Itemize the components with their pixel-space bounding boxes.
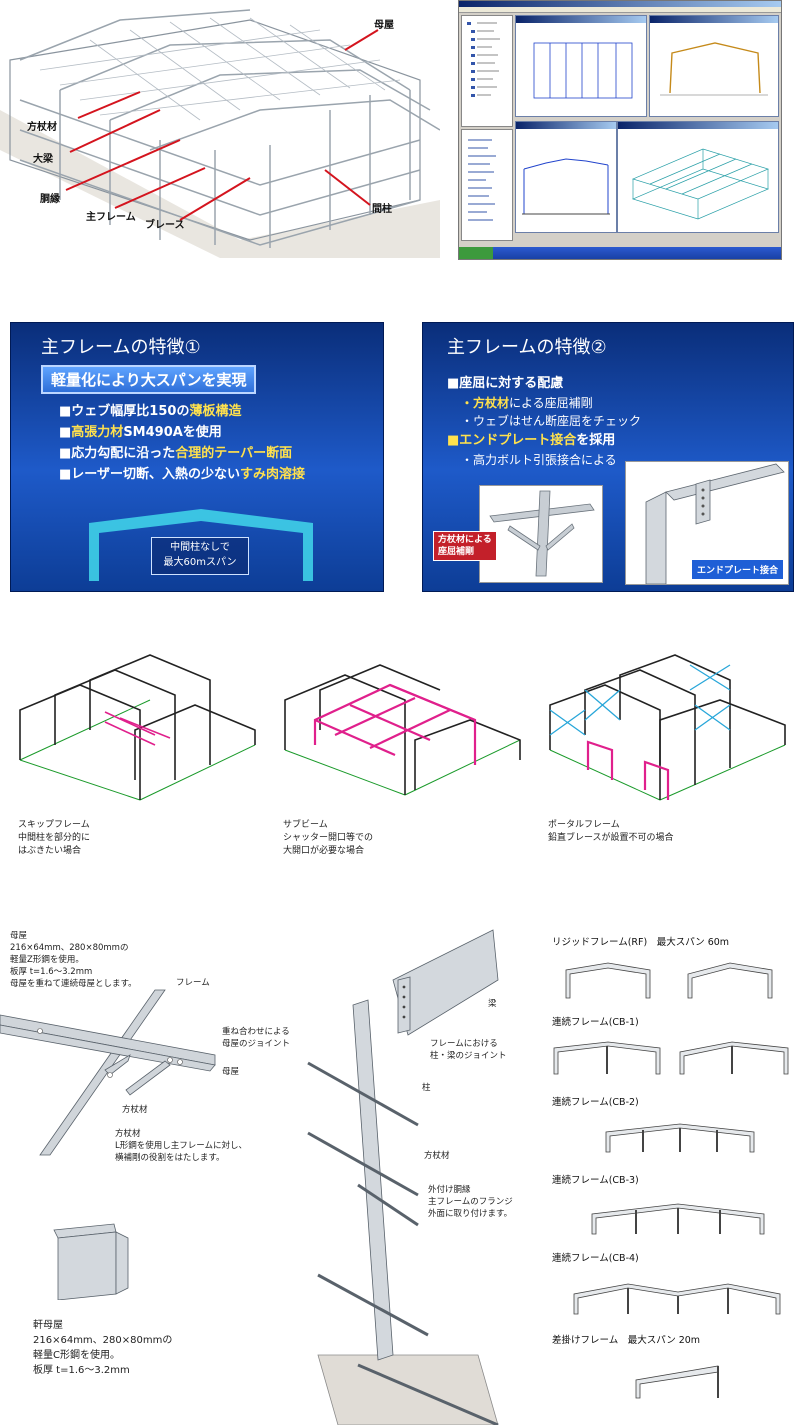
frame-cb4-title: 連続フレーム(CB-4) — [552, 1253, 639, 1264]
variant-skip-caption: スキップフレーム中間柱を部分的に はぶきたい場合 — [10, 819, 265, 858]
brace-tag-line2: 座屈補剛 — [438, 547, 475, 557]
variant-sub-desc: シャッター開口等での 大開口が必要な場合 — [283, 833, 374, 856]
label-frame: フレーム — [176, 978, 210, 988]
noki-moya-note: 軒母屋 216×64mm、280×80mmの 軽量C形鋼を使用。 板厚 t=1.… — [33, 1320, 173, 1376]
tree-panel-top — [461, 15, 513, 127]
label-oobari: 大梁 — [33, 154, 53, 165]
purlin-joint-illustration — [0, 989, 216, 1156]
frame-cb1-title: 連続フレーム(CB-1) — [552, 1017, 639, 1028]
frame-cb1-diagram — [553, 1041, 789, 1075]
span-note-line1: 中間柱なしで — [170, 542, 230, 553]
label-houzue: 方杖材 — [27, 122, 57, 133]
label-purlin-joint: 重ね合わせによる 母屋のジョイント — [222, 1027, 291, 1049]
span-frame-diagram — [89, 509, 313, 581]
slide1-bullet-2: ■高張力材SM490Aを使用 — [59, 425, 222, 440]
slide2-bullets: ■座屈に対する配慮 ・方杖材による座屈補剛 ・ウェブはせん断座屈をチェック ■エ… — [447, 373, 641, 469]
slide1-bullet-4: ■レーザー切断、入熱の少ないすみ肉溶接 — [59, 467, 306, 482]
label-moya: 母屋 — [374, 20, 394, 31]
label-beam: 梁 — [488, 999, 497, 1009]
slide1-bullet-3: ■応力勾配に沿った合理的テーパー断面 — [59, 446, 293, 461]
label-houzue-left: 方杖材 — [122, 1105, 148, 1115]
slide2-sub-2: ・ウェブはせん断座屈をチェック — [461, 414, 642, 428]
variant-skip-name: スキップフレーム — [18, 820, 90, 830]
frame-types-list: リジッドフレーム(RF) 最大スパン 60m 連続フレーム(CB-1) 連続フレ… — [550, 930, 795, 1425]
slide2-bullet-1: ■座屈に対する配慮 — [447, 376, 564, 391]
frame-leanto-diagram — [635, 1365, 719, 1399]
brace-tag: 方杖材による 座屈補剛 — [433, 531, 497, 561]
label-brace: ブレース — [145, 220, 185, 231]
slide-main-frame-2: 主フレームの特徴② ■座屈に対する配慮 ・方杖材による座屈補剛 ・ウェブはせん断… — [422, 322, 794, 592]
variant-portal-desc: 鉛直ブレースが設置不可の場合 — [548, 833, 674, 843]
taskbar — [459, 247, 781, 259]
eave-purlin-illustration — [53, 1223, 129, 1300]
variant-sub-caption: サブビームシャッター開口等での 大開口が必要な場合 — [275, 819, 530, 858]
elevation-view-window — [649, 15, 779, 117]
brace-tag-line1: 方杖材による — [438, 535, 492, 545]
end-plate-tag: エンドプレート接合 — [691, 559, 785, 580]
slide1-bullet-1: ■ウェブ幅厚比150の薄板構造 — [59, 404, 242, 419]
variant-portal-frame: ポータルフレーム鉛直ブレースが設置不可の場合 — [540, 650, 795, 850]
frame-rf-title: リジッドフレーム(RF) 最大スパン 60m — [552, 937, 730, 948]
span-note-line2: 最大60mスパン — [163, 557, 237, 568]
tree-panel-bottom — [461, 129, 513, 241]
label-column: 柱 — [422, 1083, 431, 1093]
label-column-beam-joint: フレームにおける 柱・梁のジョイント — [430, 1039, 507, 1061]
frame-cb2-diagram — [605, 1123, 755, 1153]
frame-cb3-diagram — [591, 1203, 765, 1235]
slide-main-frame-1: 主フレームの特徴① 軽量化により大スパンを実現 ■ウェブ幅厚比150の薄板構造 … — [10, 322, 384, 592]
brace-photo — [479, 485, 603, 583]
houzue-note: 方杖材 L形鋼を使用し主フレームに対し、 横補剛の役割をはたします。 — [115, 1129, 247, 1163]
variant-sub-name: サブビーム — [283, 820, 328, 830]
building-illustration: 母屋 方杖材 大梁 胴縁 主フレーム ブレース 間柱 — [0, 0, 441, 258]
3d-view-window — [617, 121, 779, 233]
moya-note: 母屋 216×64mm、280×80mmの 軽量Z形鋼を使用。 板厚 t=1.6… — [10, 931, 137, 989]
slide2-sub-3: ・高力ボルト引張接合による — [461, 453, 617, 467]
variant-portal-caption: ポータルフレーム鉛直ブレースが設置不可の場合 — [540, 819, 795, 845]
label-doubuchi: 胴縁 — [40, 194, 60, 205]
label-main-frame: 主フレーム — [86, 212, 136, 223]
slide2-sub-1: ・方杖材による座屈補剛 — [461, 396, 593, 410]
variant-skip-desc: 中間柱を部分的に はぶきたい場合 — [18, 833, 91, 856]
plan-view-window — [515, 15, 647, 117]
span-note-box: 中間柱なしで 最大60mスパン — [151, 537, 249, 575]
section-view-window — [515, 121, 617, 233]
label-houzue-mid: 方杖材 — [424, 1151, 450, 1161]
slide2-title: 主フレームの特徴② — [447, 337, 607, 358]
slide2-bullet-2: ■エンドプレート接合を採用 — [447, 433, 616, 448]
frame-cb3-title: 連続フレーム(CB-3) — [552, 1175, 639, 1186]
slide1-title: 主フレームの特徴① — [41, 337, 201, 358]
label-external-girt: 外付け胴縁 主フレームのフランジ 外面に取り付けます。 — [428, 1185, 513, 1219]
frame-rf-diagram — [565, 962, 773, 999]
label-purlin: 母屋 — [222, 1067, 240, 1077]
frame-cb2-title: 連続フレーム(CB-2) — [552, 1097, 639, 1108]
frame-cb4-diagram — [573, 1283, 781, 1315]
variant-sub-beam: サブビームシャッター開口等での 大開口が必要な場合 — [275, 650, 530, 856]
variant-portal-name: ポータルフレーム — [548, 820, 620, 830]
slide1-bullets: ■ウェブ幅厚比150の薄板構造 ■高張力材SM490Aを使用 ■応力勾配に沿った… — [59, 401, 305, 485]
column-beam-illustration — [307, 929, 499, 1425]
variant-skip-frame: スキップフレーム中間柱を部分的に はぶきたい場合 — [10, 650, 265, 856]
frame-leanto-title: 差掛けフレーム 最大スパン 20m — [552, 1335, 701, 1346]
cad-software-screenshot — [458, 0, 782, 260]
label-mabashira: 間柱 — [372, 204, 392, 215]
slide1-highlight: 軽量化により大スパンを実現 — [41, 365, 257, 394]
